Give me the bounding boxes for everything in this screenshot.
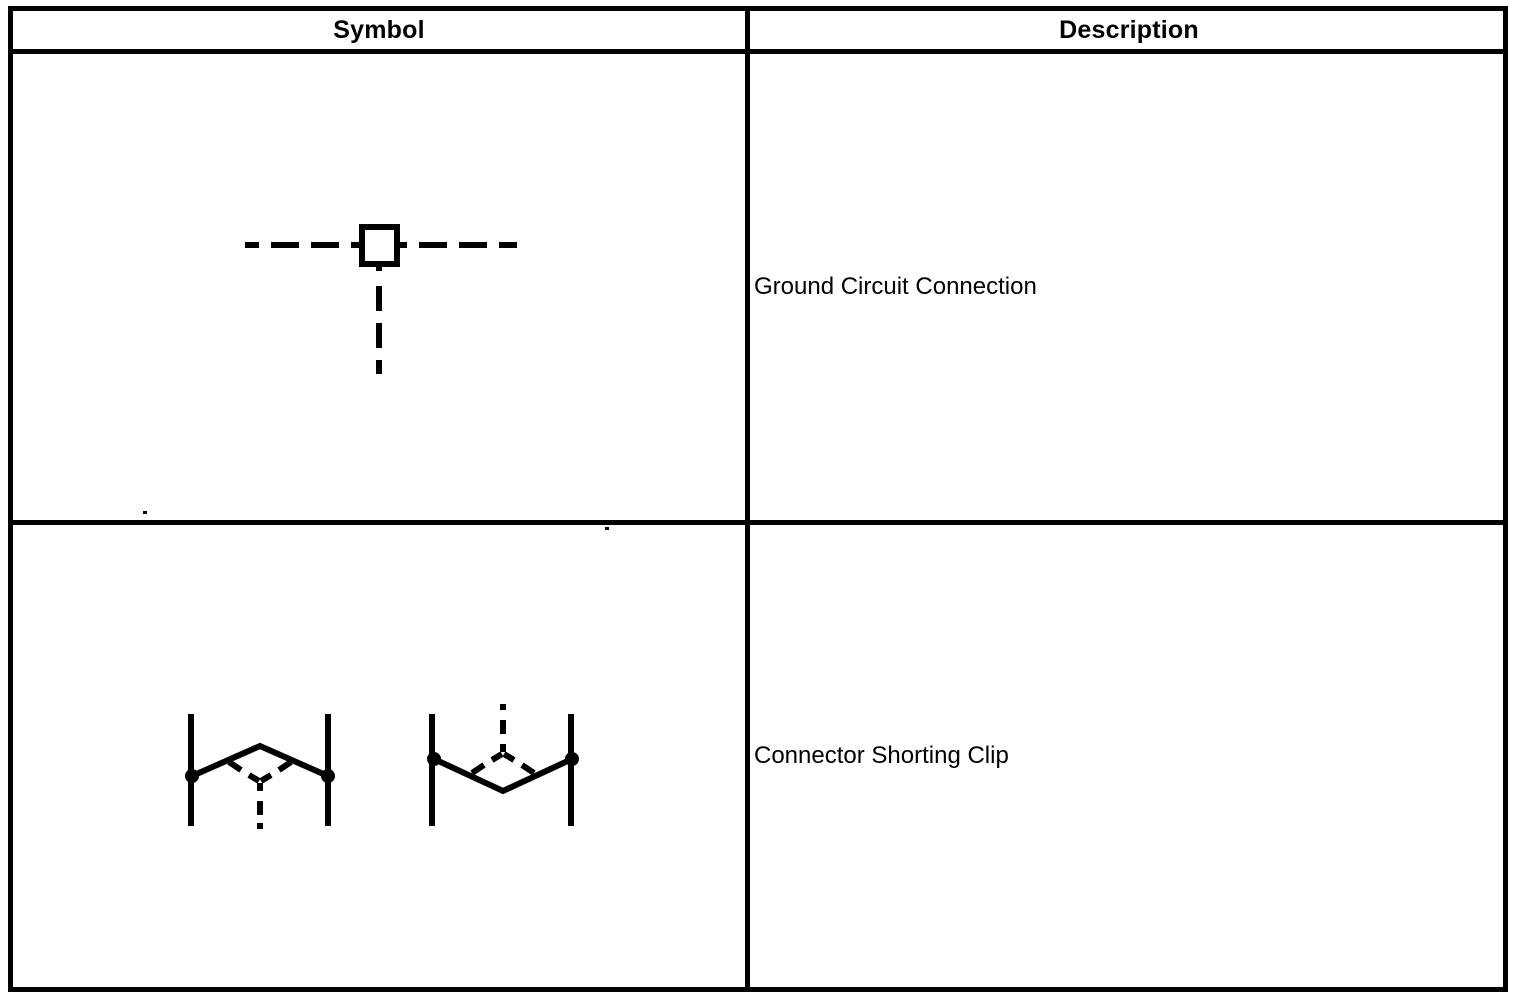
- connector-shorting-clip-symbol: [13, 525, 745, 987]
- symbol-cell-ground-circuit: [13, 54, 745, 520]
- column-header-description: Description: [1059, 16, 1199, 44]
- description-cell-shorting-clip: Connector Shorting Clip: [750, 525, 1503, 987]
- symbol-cell-shorting-clip: [13, 525, 745, 987]
- row-divider: [13, 520, 1503, 525]
- scan-artifact-speck: [143, 511, 147, 514]
- shorting-clip-left: [185, 714, 335, 829]
- clip-arms: [432, 756, 574, 795]
- ground-circuit-connection-symbol: [13, 54, 745, 520]
- dashed-branch-arms: [227, 759, 293, 784]
- scan-artifact-speck: [605, 527, 609, 530]
- scan-artifact-speck: [143, 987, 147, 991]
- table-row: Connector Shorting Clip: [13, 525, 1503, 987]
- table-header-row: Symbol Description: [13, 11, 1503, 54]
- table-row: Ground Circuit Connection: [13, 54, 1503, 520]
- description-text: Ground Circuit Connection: [754, 273, 1037, 300]
- clip-arms: [190, 742, 330, 779]
- symbol-legend-table: Symbol Description: [8, 6, 1508, 992]
- shorting-clip-right: [427, 704, 579, 826]
- description-cell-ground-circuit: Ground Circuit Connection: [750, 54, 1503, 520]
- column-header-symbol: Symbol: [333, 16, 425, 44]
- description-text: Connector Shorting Clip: [754, 742, 1009, 769]
- column-divider: [745, 11, 750, 987]
- square-connector-body: [359, 224, 400, 267]
- dashed-branch-arms: [470, 751, 536, 776]
